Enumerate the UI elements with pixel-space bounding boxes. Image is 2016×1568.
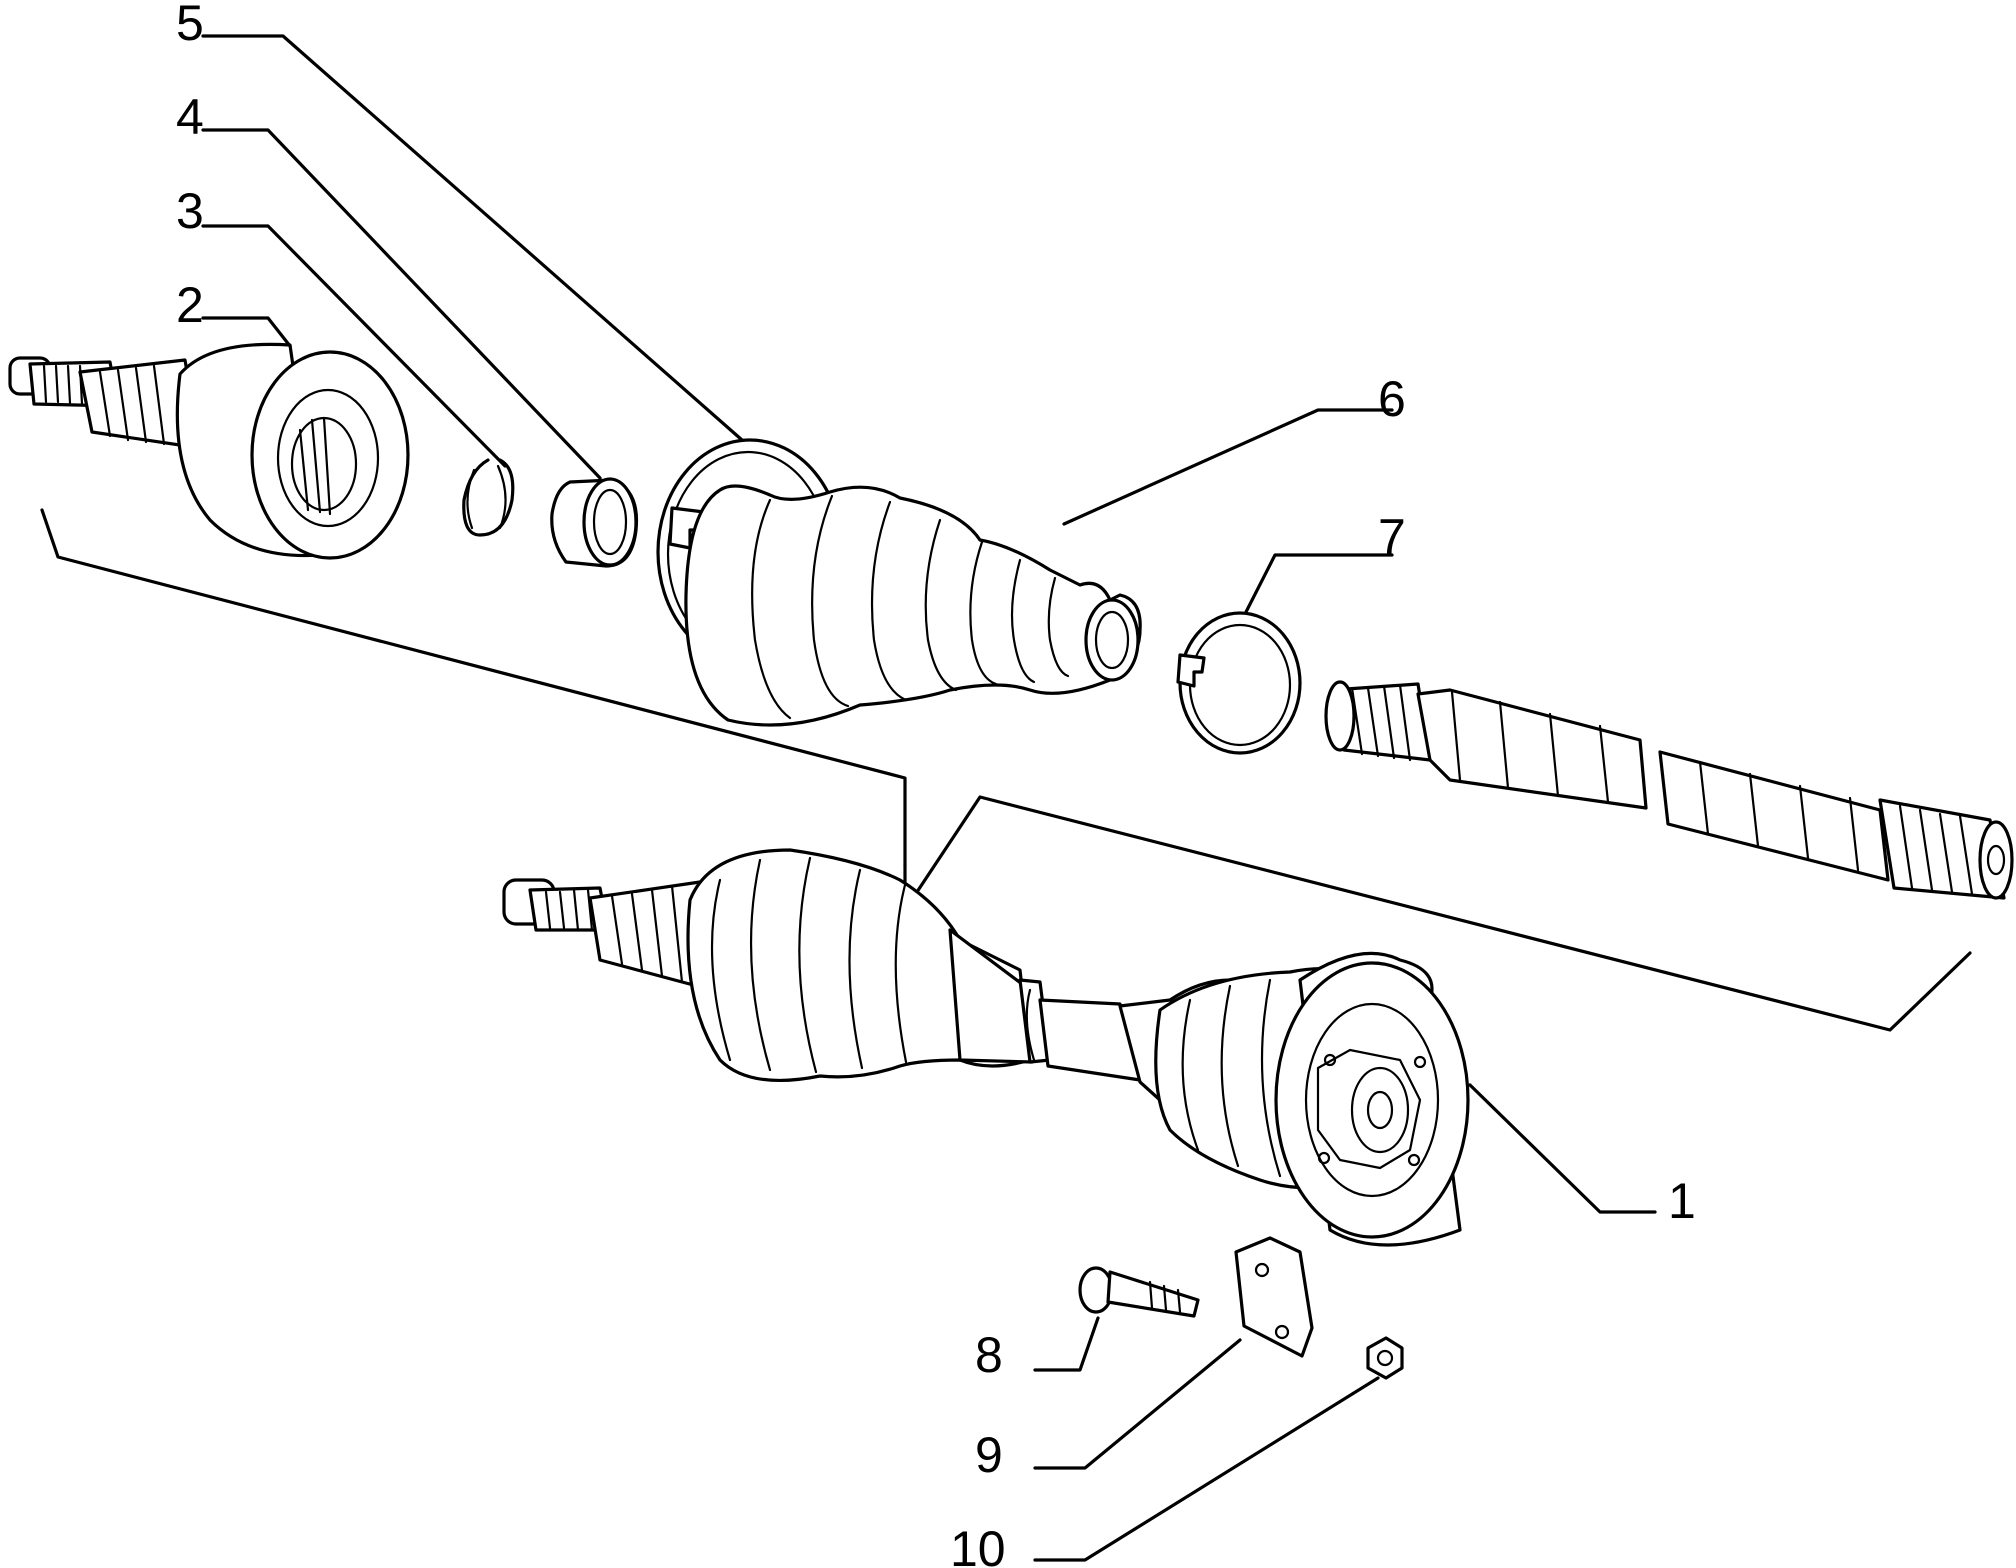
- callout-1: 1: [1668, 1173, 1696, 1229]
- intermediate-shaft: [1324, 680, 2014, 900]
- outer-cv-joint: [8, 342, 410, 560]
- callout-7: 7: [1378, 509, 1406, 565]
- callout-8: 8: [975, 1327, 1003, 1383]
- small-boot-clamp: [1176, 611, 1302, 755]
- callout-2: 2: [176, 277, 204, 333]
- callout-5: 5: [176, 0, 204, 51]
- drive-shaft-assembly: [502, 848, 1470, 1247]
- plate: [1234, 1236, 1314, 1358]
- callout-3: 3: [176, 183, 204, 239]
- callout-6: 6: [1378, 371, 1406, 427]
- boot: [684, 484, 1142, 727]
- leader-lines: [201, 34, 1657, 1562]
- callout-4: 4: [176, 89, 204, 145]
- circlip: [462, 458, 515, 537]
- callout-10: 10: [950, 1521, 1006, 1568]
- bolt: [1078, 1266, 1200, 1318]
- callout-labels: 5 4 3 2 6 7 1 8 9 10: [176, 0, 1696, 1568]
- spacer-ring: [550, 477, 639, 568]
- nut: [1366, 1336, 1404, 1380]
- callout-9: 9: [975, 1427, 1003, 1483]
